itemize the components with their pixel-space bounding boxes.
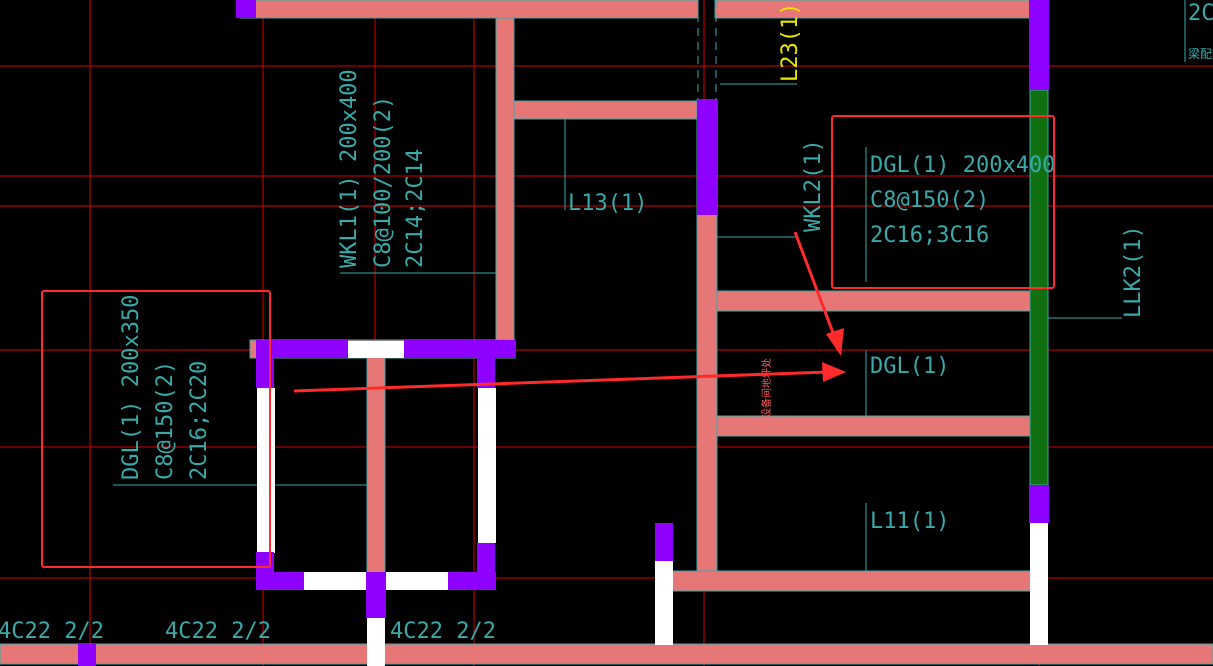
highlight-box-right — [831, 115, 1055, 289]
l13-beam — [513, 100, 701, 120]
bottom-beam — [0, 643, 1213, 665]
top-right-code: 2C — [1188, 1, 1213, 26]
top-beam-right — [714, 0, 1036, 19]
wkl1-annotation: WKL1(1) 200x400 C8@100/200(2) 2C14;2C14 — [337, 69, 428, 268]
columns — [78, 0, 1049, 666]
top-right-note: 梁配筋 — [1188, 46, 1213, 61]
l23-label: L23(1) — [778, 3, 803, 82]
leader-lines — [113, 0, 1186, 578]
l13-label: L13(1) — [568, 191, 647, 216]
arrow-long — [293, 370, 829, 393]
dgl-bottom-beam — [716, 415, 1038, 437]
dgl-right-line2: C8@150(2) — [870, 188, 989, 213]
wkl1-label-line3: 2C14;2C14 — [403, 149, 428, 268]
dgl-right-line1: DGL(1) 200x400 — [870, 153, 1055, 178]
dgl-ref-label: DGL(1) — [870, 354, 949, 379]
arrow-short-head — [826, 328, 844, 356]
wkl1-label-line2: C8@100/200(2) — [371, 96, 396, 268]
bottom-rebar-label-1: 4C22 2/2 — [0, 619, 104, 644]
dgl-left-line2: C8@150(2) — [153, 361, 178, 480]
dgl-left-line1: DGL(1) 200x350 — [119, 295, 144, 480]
dgl-right-annotation: DGL(1) 200x400 C8@150(2) 2C16;3C16 — [870, 153, 1055, 248]
dgl-right-line3: 2C16;3C16 — [870, 223, 989, 248]
dgl-left-annotation: DGL(1) 200x350 C8@150(2) 2C16;2C20 — [119, 295, 212, 480]
dgl-left-line3: 2C16;2C20 — [187, 361, 212, 480]
highlight-box-left — [41, 290, 271, 568]
arrow-short — [793, 231, 837, 339]
l11-label: L11(1) — [870, 509, 949, 534]
l11-beam — [664, 570, 1041, 592]
wkl1-vertical-beam — [495, 17, 515, 344]
bottom-rebar-label-3: 4C22 2/2 — [390, 619, 496, 644]
bottom-rebar-label-2: 4C22 2/2 — [165, 619, 271, 644]
dgl-top-beam — [716, 290, 1038, 312]
arrows — [293, 231, 846, 393]
arrow-long-head — [822, 362, 846, 382]
top-beam-left — [239, 0, 699, 19]
wkl1-label-line1: WKL1(1) 200x400 — [337, 69, 362, 268]
small-red-note: 设备间地坪处 — [760, 358, 773, 418]
white-walls — [257, 341, 1048, 666]
llk2-label: LLK2(1) — [1121, 225, 1146, 318]
wkl2-label: WKL2(1) — [801, 139, 826, 232]
